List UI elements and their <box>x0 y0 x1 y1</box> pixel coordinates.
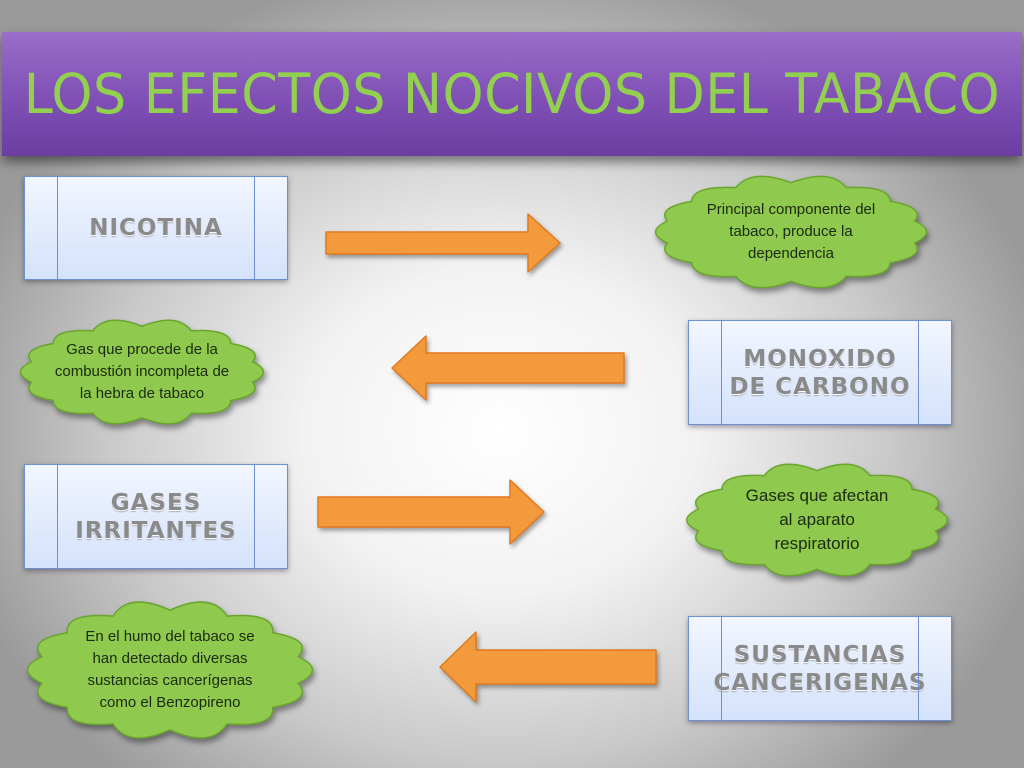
title-banner: LOS EFECTOS NOCIVOS DEL TABACO <box>2 32 1022 156</box>
cloud-nicotina-text: Principal componente del tabaco, produce… <box>706 201 876 262</box>
cloud-gases-shape <box>686 463 948 577</box>
cloud-monoxido: Gas que procede de la combustión incompl… <box>6 312 278 432</box>
cloud-nicotina: Principal componente del tabaco, produce… <box>640 168 942 296</box>
box-gases-label: GASES IRRITANTES <box>75 489 237 544</box>
page-title: LOS EFECTOS NOCIVOS DEL TABACO <box>23 62 1001 126</box>
box-monoxido-label: MONOXIDO DE CARBONO <box>729 345 911 400</box>
cloud-sustancias: En el humo del tabaco se han detectado d… <box>14 594 326 746</box>
cloud-sustancias-shape <box>26 601 314 739</box>
arrow-left-monoxido <box>391 335 625 401</box>
cloud-sustancias-text: En el humo del tabaco se han detectado d… <box>85 628 255 711</box>
arrow-right-nicotina <box>325 213 561 273</box>
box-nicotina: NICOTINA <box>24 176 288 280</box>
box-sustancias: SUSTANCIAS CANCERIGENAS <box>688 616 952 721</box>
box-gases: GASES IRRITANTES <box>24 464 288 569</box>
cloud-monoxido-shape <box>19 319 265 425</box>
cloud-gases-text: Gases que afectan al aparato respiratori… <box>745 486 889 553</box>
box-nicotina-label: NICOTINA <box>89 215 223 241</box>
cloud-monoxido-text: Gas que procede de la combustión incompl… <box>54 341 230 402</box>
box-sustancias-label: SUSTANCIAS CANCERIGENAS <box>713 641 927 696</box>
arrow-left-sustancias <box>439 631 657 703</box>
arrow-right-gases <box>317 479 545 545</box>
cloud-nicotina-shape <box>654 175 928 289</box>
box-monoxido: MONOXIDO DE CARBONO <box>688 320 952 425</box>
cloud-gases: Gases que afectan al aparato respiratori… <box>672 456 962 584</box>
